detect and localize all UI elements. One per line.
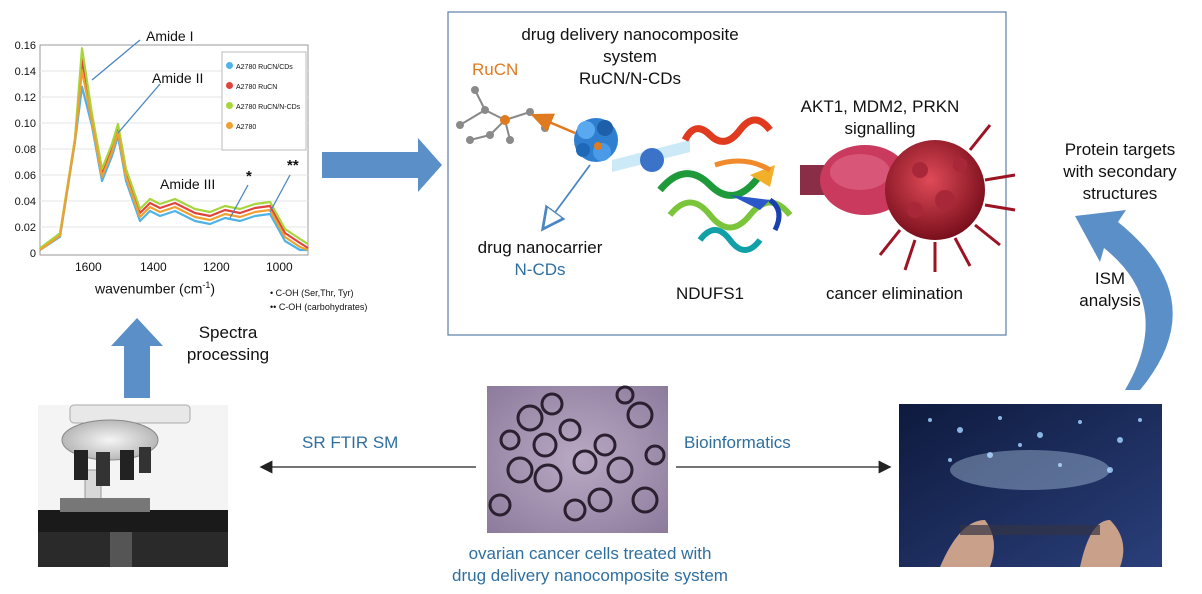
spectra-processing-label: Spectra processing — [186, 323, 270, 364]
microscope-image — [38, 404, 228, 567]
spectrum-line — [39, 58, 309, 251]
legend-label: A2780 RuCN/CDs — [236, 64, 293, 71]
cells-caption: ovarian cancer cells treated with drug d… — [452, 544, 728, 585]
release-drug-arrow — [530, 113, 576, 135]
spectra-lines — [39, 47, 309, 252]
spectrum-line — [39, 69, 309, 252]
rucn-label: RuCN — [472, 60, 519, 79]
legend-item: A2780 — [226, 118, 306, 138]
y-tick: 0.02 — [14, 222, 36, 234]
amide2-leader — [117, 83, 161, 134]
cancer-elimination-label: cancer elimination — [826, 284, 964, 303]
x-tick: 1400 — [140, 260, 167, 274]
ndufs1-protein-icon — [612, 116, 793, 253]
legend-item: A2780 RuCN/N-CDs — [226, 98, 306, 118]
amide2-label: Amide II — [152, 70, 204, 86]
ism-curved-arrow — [1075, 210, 1173, 390]
y-tick: 0.14 — [14, 66, 36, 78]
legend-item: A2780 RuCN — [226, 78, 306, 98]
spectrum-line — [39, 85, 308, 252]
y-tick: 0.06 — [14, 170, 36, 182]
x-axis-label-text: wavenumber (cm — [95, 280, 203, 297]
nanocarrier-label-line2: N-CDs — [514, 260, 566, 279]
footnote-2: •• C-OH (carbohydrates) — [270, 302, 368, 312]
y-axis-ticks: 0.16 0.14 0.12 0.10 0.08 0.06 0.04 0.02 … — [2, 40, 36, 260]
footnote-2-text: C-OH (carbohydrates) — [278, 302, 368, 312]
nanocarrier-label-line1: drug nanocarrier — [477, 238, 603, 257]
nanocarrier-label: drug nanocarrier N-CDs — [450, 237, 630, 281]
x-tick: 1200 — [203, 260, 230, 274]
ism-analysis-label: ISM analysis — [1079, 269, 1141, 310]
nanocarrier-arrow — [548, 164, 591, 222]
nanocomposite-particle-icon — [574, 118, 618, 162]
ndufs1-label: NDUFS1 — [676, 284, 745, 303]
legend-swatch — [226, 102, 233, 109]
amide1-label: Amide I — [146, 28, 194, 44]
star2-leader — [269, 174, 291, 213]
x-axis-label-sup: -1 — [202, 280, 211, 290]
amide3-label: Amide III — [160, 176, 216, 192]
cancer-elimination-illustration — [800, 124, 1016, 272]
legend-label: A2780 RuCN — [236, 84, 278, 91]
footnote-1: • C-OH (Ser,Thr, Tyr) — [270, 288, 354, 298]
star1-label: * — [246, 168, 252, 185]
signalling-label: AKT1, MDM2, PRKN signalling — [800, 97, 960, 138]
legend-swatch — [226, 82, 233, 89]
y-tick: 0.04 — [14, 196, 36, 208]
protein-targets-label: Protein targets with secondary structure… — [1063, 140, 1177, 203]
legend-label: A2780 RuCN/N-CDs — [236, 104, 301, 111]
footnotes: • C-OH (Ser,Thr, Tyr) •• C-OH (carbohydr… — [270, 286, 367, 314]
to-panel-arrow — [322, 138, 442, 192]
spectrum-line — [39, 47, 309, 250]
legend-swatch — [226, 62, 233, 69]
sr-ftir-label: SR FTIR SM — [302, 433, 399, 452]
x-tick: 1600 — [75, 260, 102, 274]
spectra-processing-arrow — [111, 318, 163, 398]
y-tick: 0.08 — [14, 144, 36, 156]
legend-item: A2780 RuCN/CDs — [226, 58, 306, 78]
star2-label: ** — [287, 157, 299, 174]
y-tick: 0.16 — [14, 40, 36, 52]
footnote-1-text: C-OH (Ser,Thr, Tyr) — [275, 288, 354, 298]
y-tick: 0.12 — [14, 92, 36, 104]
x-tick: 1000 — [266, 260, 293, 274]
x-axis-label: wavenumber (cm-1) — [95, 280, 215, 297]
legend-label: A2780 — [236, 124, 257, 131]
y-tick: 0 — [29, 248, 36, 260]
y-tick: 0.10 — [14, 118, 36, 130]
panel-title: drug delivery nanocomposite system RuCN/… — [521, 25, 739, 88]
ftir-spectrum-chart — [39, 39, 309, 256]
star1-leader — [229, 184, 249, 219]
legend-box — [221, 51, 307, 151]
amide1-leader — [91, 39, 141, 81]
legend: A2780 RuCN/CDs A2780 RuCN A2780 RuCN/N-C… — [226, 58, 306, 138]
ovarian-cells-image — [487, 385, 668, 533]
legend-swatch — [226, 122, 233, 129]
bioinformatics-computer-image — [899, 404, 1162, 567]
bioinformatics-label: Bioinformatics — [684, 433, 791, 452]
x-axis-label-close: ) — [210, 280, 216, 297]
